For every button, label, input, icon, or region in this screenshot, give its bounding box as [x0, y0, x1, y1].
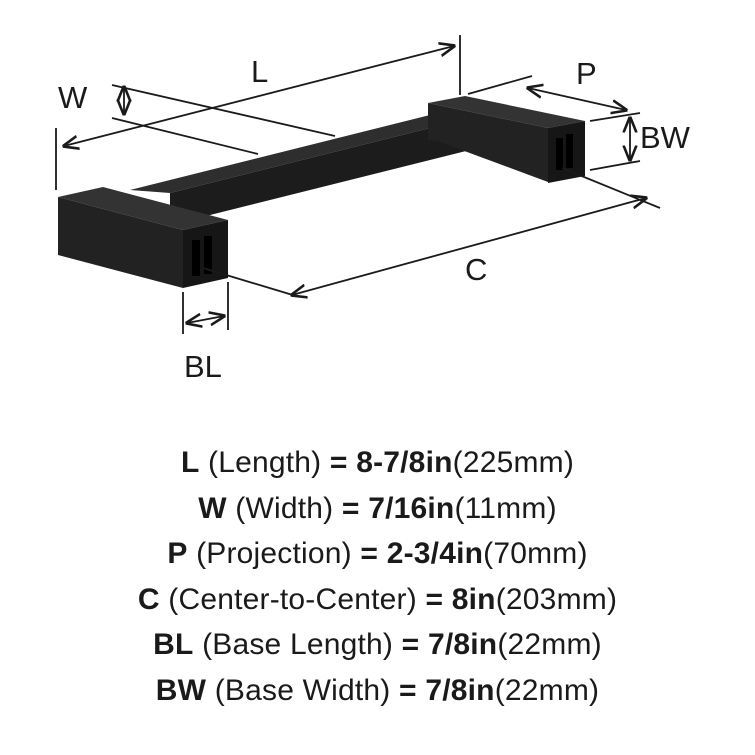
- w-extension-top: [111, 84, 336, 137]
- spec-abbr: L: [180, 446, 200, 479]
- spec-row-projection: P (Projection) = 2-3/4in(70mm): [0, 531, 755, 577]
- label-w: W: [58, 80, 88, 115]
- spec-row-width: W (Width) = 7/16in(11mm): [0, 486, 755, 532]
- spec-row-center-to-center: C (Center-to-Center) = 8in(203mm): [0, 577, 755, 623]
- spec-eq: =: [401, 628, 420, 661]
- spec-value: 8in: [451, 582, 496, 616]
- bw-extension-top: [589, 112, 641, 122]
- left-post-left-face: [58, 197, 183, 288]
- p-dimension-arrow: [528, 88, 626, 110]
- c-dimension-arrow: [292, 198, 646, 295]
- spec-value: 7/8in: [427, 628, 498, 661]
- spec-desc: (Width): [235, 491, 334, 525]
- spec-desc: (Base Width): [214, 673, 391, 707]
- spec-value: 7/8in: [425, 673, 495, 707]
- spec-eq: =: [399, 673, 417, 707]
- p-extension: [467, 75, 533, 95]
- spec-metric: (70mm): [483, 537, 588, 570]
- spec-eq: =: [341, 491, 360, 525]
- label-c: C: [465, 252, 487, 287]
- right-post-slot: [556, 138, 563, 170]
- spec-row-base-width: BW (Base Width) = 7/8in(22mm): [0, 668, 755, 714]
- l-dimension-arrow: [64, 46, 454, 146]
- label-l: L: [251, 54, 268, 89]
- spec-row-length: L (Length) = 8-7/8in(225mm): [0, 440, 755, 486]
- spec-abbr: BL: [153, 628, 194, 661]
- spec-abbr: P: [167, 537, 188, 570]
- spec-metric: (225mm): [452, 446, 575, 479]
- right-post-top: [428, 96, 585, 128]
- spec-abbr: W: [198, 491, 227, 525]
- c-extension-left: [202, 267, 297, 297]
- spec-eq: =: [329, 446, 348, 479]
- label-bl: BL: [184, 349, 222, 384]
- bw-extension-bottom: [589, 160, 641, 171]
- spec-value: 2-3/4in: [386, 537, 484, 570]
- spec-value: 8-7/8in: [356, 446, 453, 479]
- spec-desc: (Length): [208, 446, 322, 479]
- spec-metric: (22mm): [497, 628, 602, 661]
- spec-row-base-length: BL (Base Length) = 7/8in(22mm): [0, 622, 755, 668]
- w-extension-bottom: [111, 117, 259, 155]
- handle-dimension-diagram: L W P BW C BL: [55, 35, 691, 384]
- left-post-top: [58, 187, 228, 230]
- right-post-left-face: [428, 103, 548, 182]
- label-bw: BW: [640, 120, 691, 155]
- bl-dimension-arrow: [187, 316, 224, 323]
- spec-eq: =: [425, 582, 444, 616]
- spec-desc: (Base Length): [202, 628, 394, 661]
- left-post-slot: [192, 240, 200, 276]
- spec-abbr: BW: [155, 673, 207, 707]
- c-extension-right: [561, 167, 661, 209]
- dimension-lines: [55, 35, 661, 334]
- spec-metric: (22mm): [494, 673, 600, 707]
- dimension-specs-list: L (Length) = 8-7/8in(225mm) W (Width) = …: [0, 440, 755, 713]
- label-p: P: [576, 56, 597, 91]
- spec-desc: (Center-to-Center): [168, 582, 417, 616]
- spec-metric: (203mm): [495, 582, 618, 616]
- spec-desc: (Projection): [196, 537, 352, 570]
- spec-metric: (11mm): [454, 491, 557, 525]
- spec-abbr: C: [137, 582, 160, 616]
- spec-value: 7/16in: [368, 491, 455, 525]
- spec-eq: =: [360, 537, 379, 570]
